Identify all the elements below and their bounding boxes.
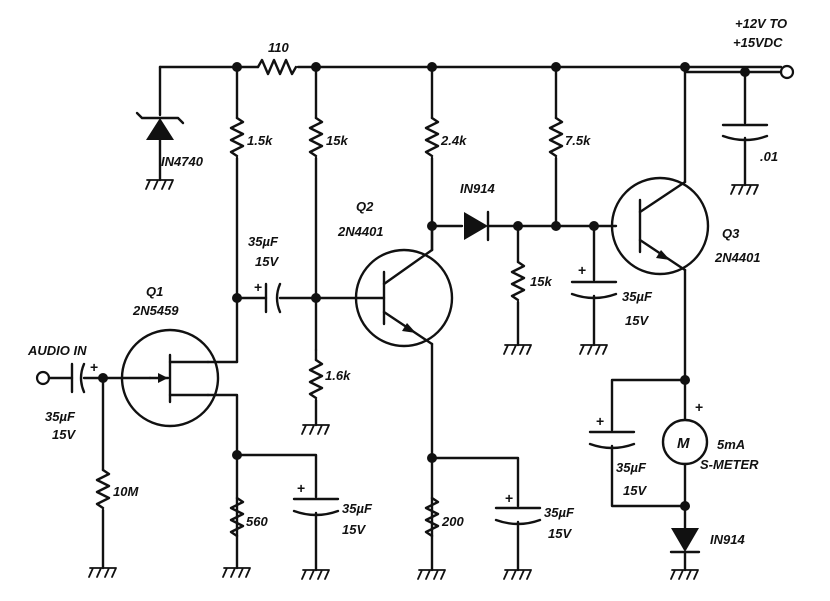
supply-label-line2: +15VDC	[733, 35, 783, 50]
c-q2-emitter-plus: +	[505, 490, 513, 506]
ground-icon	[670, 569, 699, 580]
supply-rail	[158, 58, 795, 80]
resistor-q3-bias-top	[548, 65, 564, 228]
d-meter-label: IN914	[710, 532, 745, 547]
resistor-q2-bias-top	[308, 65, 324, 352]
c-q3-base-voltage: 15V	[625, 313, 649, 328]
meter-network	[588, 378, 709, 572]
c-supply-label: .01	[760, 149, 778, 164]
ground-icon	[417, 569, 446, 580]
q3-npn-transistor	[610, 65, 710, 382]
supply-label-line1: +12V TO	[735, 16, 787, 31]
r-q1-load-label: 1.5k	[247, 133, 273, 148]
q2-part: 2N4401	[337, 224, 384, 239]
q1-part: 2N5459	[132, 303, 179, 318]
zener-label: IN4740	[161, 154, 204, 169]
ground-icon	[222, 567, 251, 578]
resistor-q3-bias-bottom	[510, 224, 526, 347]
q2-npn-transistor	[314, 224, 454, 572]
junction-dots	[98, 62, 750, 511]
c-meter-value: 35µF	[616, 460, 647, 475]
zener-diode	[135, 65, 185, 182]
r-q2-emitter-label: 200	[441, 514, 464, 529]
meter-label-line2: S-METER	[700, 457, 759, 472]
c-q1-source-value: 35µF	[342, 501, 373, 516]
c-meter-plus: +	[596, 413, 604, 429]
ground-symbols	[88, 179, 759, 580]
resistor-q1-load	[229, 65, 245, 364]
ground-icon	[503, 569, 532, 580]
audio-in-label: AUDIO IN	[27, 343, 87, 358]
c-input-value: 35µF	[45, 409, 76, 424]
capacitor-supply-bypass	[721, 70, 769, 187]
c-q2-emitter-voltage: 15V	[548, 526, 572, 541]
c-q3-base-plus: +	[578, 262, 586, 278]
ground-icon	[579, 344, 608, 355]
ground-icon	[145, 179, 174, 190]
c-q1-source-voltage: 15V	[342, 522, 366, 537]
q2-emitter-network	[424, 456, 542, 572]
capacitor-q3-base	[570, 224, 618, 347]
q3-ref: Q3	[722, 226, 740, 241]
r-q2-bias-top-label: 15k	[326, 133, 348, 148]
q1-source-network	[229, 453, 340, 572]
meter-label-line1: 5mA	[717, 437, 745, 452]
capacitor-coupling	[235, 282, 318, 314]
audio-input	[35, 362, 152, 570]
r-q3-bias-top-label: 7.5k	[565, 133, 591, 148]
r-gate-label: 10M	[113, 484, 139, 499]
c-meter-voltage: 15V	[623, 483, 647, 498]
c-input-plus: +	[90, 359, 98, 375]
audio-in-terminal	[35, 370, 51, 386]
r-q1-source-label: 560	[246, 514, 268, 529]
ground-icon	[301, 424, 330, 435]
supply-terminal	[779, 64, 795, 80]
c-q3-base-value: 35µF	[622, 289, 653, 304]
ground-icon	[301, 569, 330, 580]
r-q2-bias-bottom-label: 1.6k	[325, 368, 351, 383]
q3-part: 2N4401	[714, 250, 761, 265]
resistor-q2-bias-bottom	[308, 348, 324, 427]
r-q2-collector-label: 2.4k	[440, 133, 467, 148]
meter-symbol: M	[677, 435, 690, 452]
c-input-voltage: 15V	[52, 427, 76, 442]
c-coupling-value: 35µF	[248, 234, 279, 249]
diode-q2-q3	[430, 210, 618, 242]
meter-plus: +	[695, 399, 703, 415]
d-mid-label: IN914	[460, 181, 495, 196]
r-series-label: 110	[268, 40, 289, 55]
q1-ref: Q1	[146, 284, 163, 299]
c-coupling-plus: +	[254, 279, 262, 295]
ground-icon	[730, 184, 759, 195]
q1-jfet	[120, 328, 239, 570]
c-coupling-voltage: 15V	[255, 254, 279, 269]
c-q1-source-plus: +	[297, 480, 305, 496]
q2-ref: Q2	[356, 199, 374, 214]
ground-icon	[88, 567, 117, 578]
c-q2-emitter-value: 35µF	[544, 505, 575, 520]
ground-icon	[503, 344, 532, 355]
r-q3-bias-bottom-label: 15k	[530, 274, 552, 289]
